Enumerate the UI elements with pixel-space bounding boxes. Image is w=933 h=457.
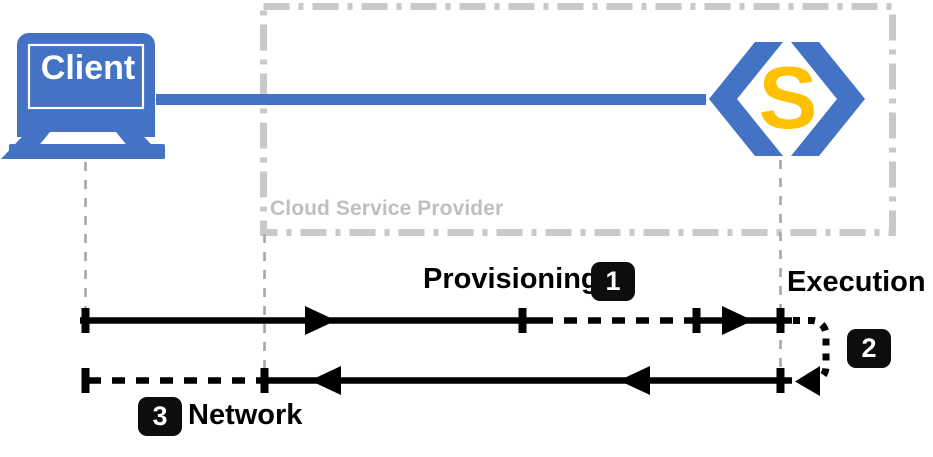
response-arrowhead-2 <box>619 366 650 395</box>
client-laptop-icon <box>1 33 165 159</box>
step-label-execution: Execution <box>787 266 926 298</box>
step-badge-3: 3 <box>138 397 182 436</box>
cloud-boundary-label: Cloud Service Provider <box>270 197 504 220</box>
cloud-boundary-box <box>260 3 896 236</box>
client-label: Client <box>40 49 136 87</box>
execution-loopback-connector <box>793 317 830 396</box>
step-label-provisioning: Provisioning <box>423 263 599 295</box>
server-chevron-diamond-icon: S <box>709 42 865 156</box>
request-arrowhead-1 <box>305 306 336 335</box>
request-timeline <box>80 306 792 335</box>
request-arrowhead-2 <box>722 306 753 335</box>
step-label-network: Network <box>188 399 303 431</box>
svg-text:S: S <box>759 48 818 147</box>
step-badge-2: 2 <box>847 329 891 368</box>
step-badge-1: 1 <box>591 262 635 301</box>
response-timeline <box>81 366 792 395</box>
response-arrowhead-1 <box>310 366 341 395</box>
